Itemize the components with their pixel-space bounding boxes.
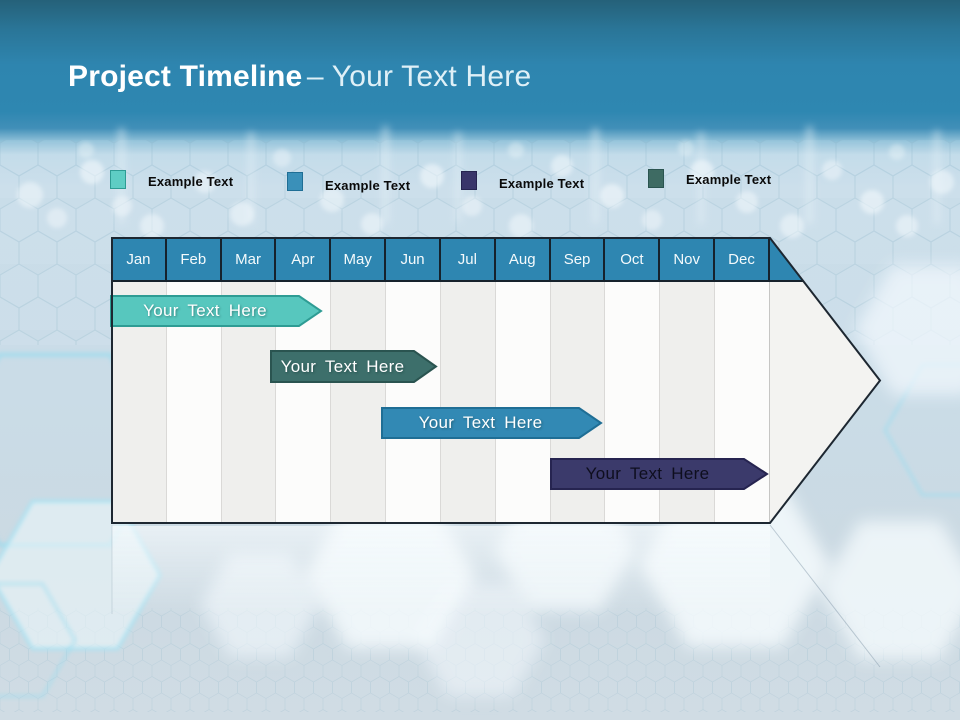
month-cell-dec: Dec bbox=[715, 238, 770, 280]
legend-label: Example Text bbox=[325, 178, 411, 193]
timeline-bar-4: Your Text Here bbox=[550, 458, 769, 490]
month-cell-apr: Apr bbox=[276, 238, 332, 280]
month-cell-oct: Oct bbox=[605, 238, 661, 280]
grid-column bbox=[386, 282, 441, 522]
legend-swatch-teal bbox=[110, 170, 126, 189]
legend-label: Example Text bbox=[148, 174, 234, 189]
grid-column bbox=[440, 282, 496, 522]
legend-label: Example Text bbox=[499, 176, 585, 191]
legend-label: Example Text bbox=[686, 172, 772, 187]
month-cell-jul: Jul bbox=[441, 238, 496, 280]
page-title: Project Timeline – Your Text Here bbox=[68, 60, 531, 94]
timeline-bar-label: Your Text Here bbox=[280, 356, 405, 376]
title-light-text: – Your Text Here bbox=[306, 60, 532, 93]
timeline-bar-1: Your Text Here bbox=[110, 295, 323, 327]
legend-item-1: Example Text bbox=[110, 170, 233, 189]
title-bold-text: Project Timeline bbox=[68, 60, 303, 93]
legend-swatch-darkteal bbox=[648, 169, 664, 188]
timeline-bar-label: Your Text Here bbox=[143, 301, 267, 320]
month-cell-may: May bbox=[331, 238, 387, 280]
month-cell-mar: Mar bbox=[222, 238, 277, 280]
month-cell-nov: Nov bbox=[660, 238, 716, 280]
month-cell-aug: Aug bbox=[496, 238, 551, 280]
month-cell-jan: Jan bbox=[112, 238, 167, 280]
timeline-bar-label: Your Text Here bbox=[585, 464, 710, 483]
month-cell-feb: Feb bbox=[167, 238, 222, 280]
grid-column bbox=[495, 282, 551, 522]
timeline-bar-2: Your Text Here bbox=[270, 350, 438, 383]
legend-swatch-navy bbox=[461, 171, 477, 190]
timeline-bar-label: Your Text Here bbox=[418, 413, 543, 432]
grid-column bbox=[331, 282, 387, 522]
month-header-row: Jan Feb Mar Apr May Jun Jul Aug Sep Oct … bbox=[112, 238, 803, 282]
timeline-bar-3: Your Text Here bbox=[381, 407, 603, 439]
month-cell-jun: Jun bbox=[386, 238, 441, 280]
month-cell-sep: Sep bbox=[551, 238, 606, 280]
legend-item-3: Example Text bbox=[461, 171, 584, 191]
legend-item-2: Example Text bbox=[287, 172, 410, 193]
legend-swatch-blue bbox=[287, 172, 303, 191]
legend-item-4: Example Text bbox=[648, 169, 771, 188]
table-reflection bbox=[112, 526, 770, 618]
timeline-arrow: Jan Feb Mar Apr May Jun Jul Aug Sep Oct … bbox=[110, 237, 883, 526]
